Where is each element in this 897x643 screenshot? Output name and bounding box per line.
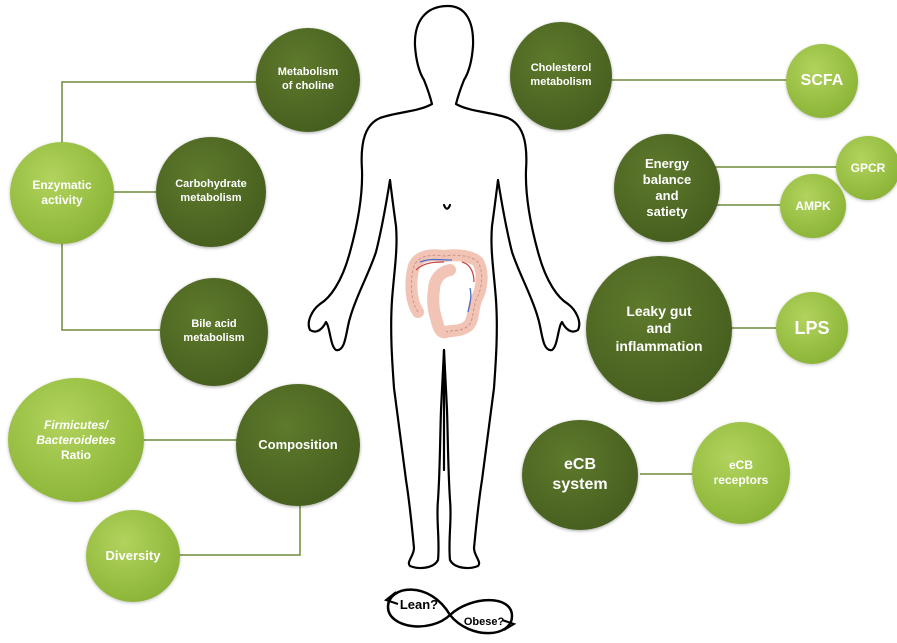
node-cholesterol-metabolism-line2: metabolism bbox=[530, 76, 591, 90]
node-metabolism-of-choline-line2: of choline bbox=[278, 80, 339, 94]
node-energy-balance-line1: Energy bbox=[643, 156, 691, 172]
node-firmicutes-line3: Ratio bbox=[36, 448, 115, 463]
node-carbohydrate-metabolism-line1: Carbohydrate bbox=[175, 178, 247, 192]
node-diversity-label: Diversity bbox=[106, 548, 161, 564]
node-metabolism-of-choline: Metabolism of choline bbox=[256, 28, 360, 132]
node-leaky-gut-line1: Leaky gut bbox=[615, 303, 702, 321]
connector-diversity-composition bbox=[178, 500, 300, 555]
node-enzymatic-activity: Enzymatic activity bbox=[10, 142, 114, 244]
node-ecb-system-line2: system bbox=[552, 475, 607, 495]
node-diversity: Diversity bbox=[86, 510, 180, 602]
node-ecb-receptors-line1: eCB bbox=[714, 458, 769, 473]
cycle-obese-label: Obese? bbox=[464, 616, 505, 628]
node-energy-balance-and-satiety: Energy balance and satiety bbox=[614, 134, 720, 242]
node-enzymatic-activity-line2: activity bbox=[32, 193, 91, 208]
node-bile-acid-metabolism-line2: metabolism bbox=[183, 332, 244, 346]
node-composition: Composition bbox=[236, 384, 360, 506]
node-energy-balance-line3: and bbox=[643, 188, 691, 204]
node-firmicutes-line1: Firmicutes/ bbox=[36, 418, 115, 433]
connector-enzymatic-bile bbox=[62, 240, 162, 330]
node-cholesterol-metabolism-line1: Cholesterol bbox=[530, 62, 591, 76]
node-metabolism-of-choline-line1: Metabolism bbox=[278, 66, 339, 80]
node-leaky-gut-line2: and bbox=[615, 320, 702, 338]
node-leaky-gut-line3: inflammation bbox=[615, 338, 702, 356]
node-gpcr-label: GPCR bbox=[851, 161, 886, 176]
node-ecb-receptors-line2: receptors bbox=[714, 473, 769, 488]
node-ampk-label: AMPK bbox=[795, 199, 830, 214]
node-lps-label: LPS bbox=[794, 317, 829, 340]
node-leaky-gut-and-inflammation: Leaky gut and inflammation bbox=[586, 256, 732, 402]
node-firmicutes-bacteroidetes-ratio: Firmicutes/ Bacteroidetes Ratio bbox=[8, 378, 144, 502]
node-bile-acid-metabolism: Bile acid metabolism bbox=[160, 278, 268, 386]
node-carbohydrate-metabolism: Carbohydrate metabolism bbox=[156, 137, 266, 247]
node-firmicutes-line2: Bacteroidetes bbox=[36, 433, 115, 448]
node-energy-balance-line2: balance bbox=[643, 172, 691, 188]
node-ampk: AMPK bbox=[780, 174, 846, 238]
node-scfa-label: SCFA bbox=[801, 71, 844, 91]
node-ecb-system-line1: eCB bbox=[552, 455, 607, 475]
node-lps: LPS bbox=[776, 292, 848, 364]
node-scfa: SCFA bbox=[786, 44, 858, 118]
node-bile-acid-metabolism-line1: Bile acid bbox=[183, 318, 244, 332]
node-gpcr: GPCR bbox=[836, 136, 897, 200]
node-composition-label: Composition bbox=[258, 437, 337, 453]
node-energy-balance-line4: satiety bbox=[643, 204, 691, 220]
node-enzymatic-activity-line1: Enzymatic bbox=[32, 178, 91, 193]
node-carbohydrate-metabolism-line2: metabolism bbox=[175, 192, 247, 206]
cycle-lean-label: Lean? bbox=[400, 597, 438, 612]
node-cholesterol-metabolism: Cholesterol metabolism bbox=[510, 22, 612, 130]
node-ecb-system: eCB system bbox=[522, 420, 638, 530]
node-ecb-receptors: eCB receptors bbox=[692, 422, 790, 524]
